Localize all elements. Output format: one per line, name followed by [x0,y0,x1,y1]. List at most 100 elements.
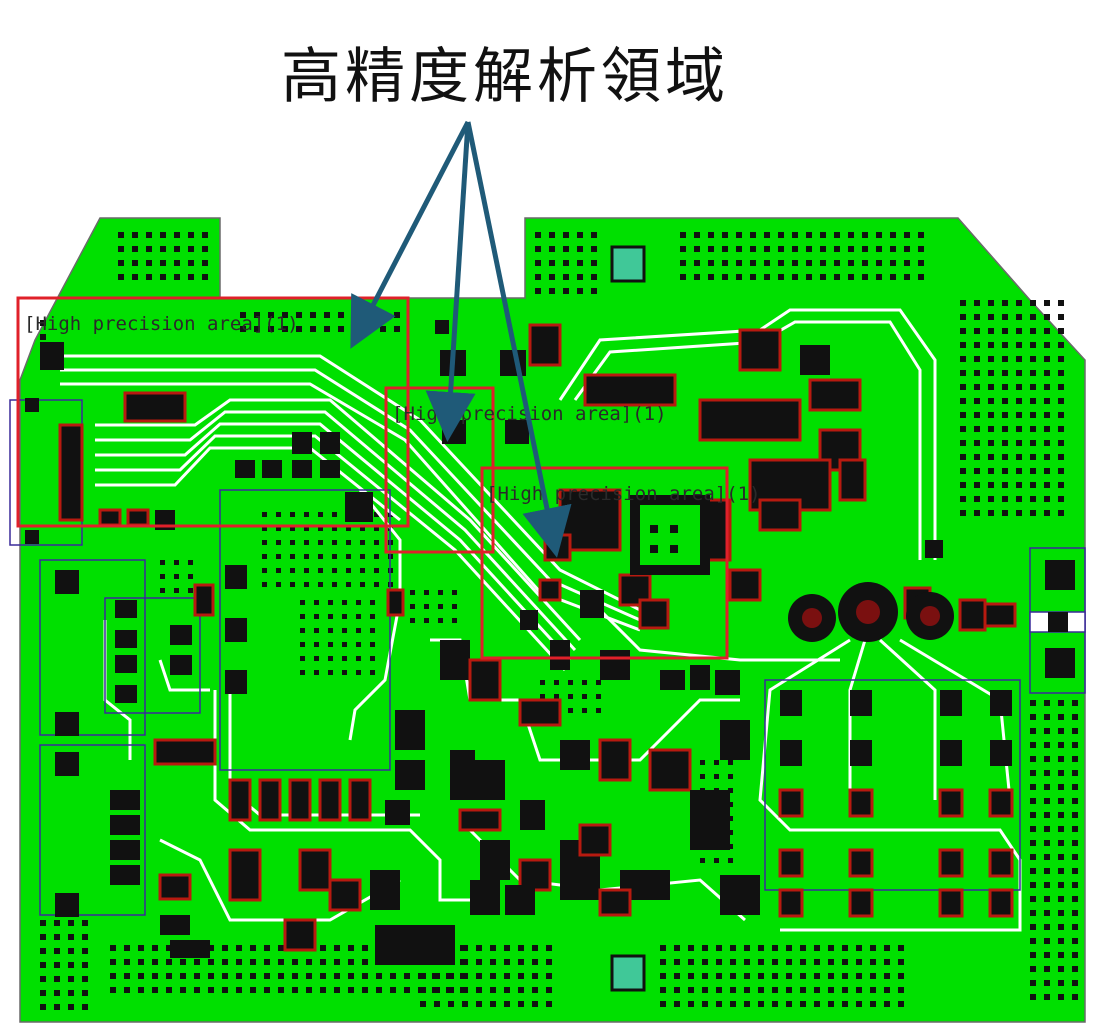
via [1072,784,1078,790]
via [918,274,924,280]
via [1002,468,1008,474]
via [476,959,482,965]
via [960,468,966,474]
via [904,232,910,238]
via [276,540,281,545]
via [1030,826,1036,832]
via [370,628,375,633]
via [1030,454,1036,460]
via [974,384,980,390]
via [591,246,597,252]
via [960,482,966,488]
via [82,976,88,982]
via [152,987,158,993]
via [1072,952,1078,958]
via [346,540,351,545]
via [1058,924,1064,930]
via [1044,370,1050,376]
via [1044,826,1050,832]
via [362,987,368,993]
via [1044,426,1050,432]
via [876,246,882,252]
via [582,680,587,685]
via [842,959,848,965]
via [1044,784,1050,790]
via [884,959,890,965]
via [314,656,319,661]
via [674,987,680,993]
via [374,512,379,517]
via [694,246,700,252]
via [1058,714,1064,720]
smd-part [580,590,604,618]
via [300,628,305,633]
smd-part [225,565,247,589]
via [750,232,756,238]
via [300,656,305,661]
via [320,959,326,965]
via [744,959,750,965]
smd-part [598,738,632,782]
smd-part [715,670,740,695]
via [974,482,980,488]
via [82,990,88,996]
smd-part [520,800,545,830]
via [476,945,482,951]
via [1030,482,1036,488]
via [1058,454,1064,460]
smd-part [990,690,1012,716]
via [424,618,429,623]
via [1072,728,1078,734]
via [222,973,228,979]
via [708,274,714,280]
via [342,656,347,661]
smd-part [518,698,562,727]
via [1044,510,1050,516]
smd-part [838,458,867,502]
via [304,568,309,573]
smd-part [925,540,943,558]
via [360,582,365,587]
via [563,246,569,252]
via [314,614,319,619]
smd-part [450,750,475,800]
via [208,987,214,993]
via [904,260,910,266]
via [54,920,60,926]
via [960,384,966,390]
via [800,987,806,993]
via [1030,980,1036,986]
via [462,959,468,965]
via [314,600,319,605]
via [160,260,166,266]
via [146,232,152,238]
via [591,260,597,266]
via [960,496,966,502]
via [563,288,569,294]
via [814,959,820,965]
via [856,973,862,979]
area-label-1: [High precision area](1) [24,313,299,335]
via [532,987,538,993]
via [596,680,601,685]
via [370,600,375,605]
via [68,976,74,982]
via [591,274,597,280]
via [1058,966,1064,972]
via [1030,868,1036,874]
via [138,945,144,951]
via [304,540,309,545]
via [1030,924,1036,930]
via [328,628,333,633]
via [806,274,812,280]
smd-part [480,840,510,880]
via [1058,300,1064,306]
via [174,274,180,280]
via [988,440,994,446]
via [680,274,686,280]
via [898,959,904,965]
via [452,604,457,609]
via [834,274,840,280]
smd-part [660,670,685,690]
via [1030,840,1036,846]
